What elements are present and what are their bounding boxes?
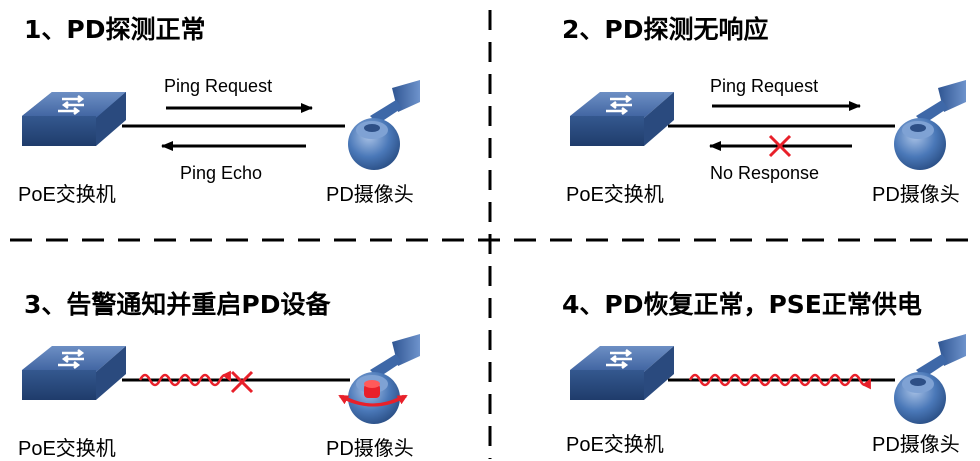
pd-camera-icon <box>894 80 966 170</box>
alarm-light-icon <box>364 384 380 398</box>
panel-4-cable <box>668 373 895 390</box>
failure-cross-icon <box>768 134 792 158</box>
camera-label-1: PD摄像头 <box>326 184 414 206</box>
panel-1-title: 1、PD探测正常 <box>24 15 206 44</box>
power-wave-icon <box>688 373 872 390</box>
poe-switch-icon <box>570 346 674 400</box>
camera-label-4: PD摄像头 <box>872 434 960 456</box>
poe-switch-icon <box>22 346 126 400</box>
panel-3-cable <box>122 370 350 394</box>
switch-label-3: PoE交换机 <box>18 438 116 460</box>
ping-request-label-2: Ping Request <box>710 76 819 96</box>
panel-2-cable <box>668 101 895 158</box>
ping-request-label: Ping Request <box>164 76 273 96</box>
panel-3-title: 3、告警通知并重启PD设备 <box>24 290 331 319</box>
ping-echo-label: Ping Echo <box>180 163 263 183</box>
pd-camera-icon <box>348 334 420 424</box>
panel-1-cable <box>122 103 345 151</box>
camera-label-3: PD摄像头 <box>326 438 414 460</box>
no-response-label: No Response <box>710 163 820 183</box>
panel-4-title: 4、PD恢复正常，PSE正常供电 <box>562 290 922 319</box>
pd-camera-icon <box>348 80 420 170</box>
restart-arrows-icon <box>338 394 408 407</box>
power-wave-icon <box>138 370 232 387</box>
poe-switch-icon <box>570 92 674 146</box>
camera-label-2: PD摄像头 <box>872 184 960 206</box>
switch-label-4: PoE交换机 <box>566 434 664 456</box>
switch-label-2: PoE交换机 <box>566 184 664 206</box>
panel-2-title: 2、PD探测无响应 <box>562 15 769 44</box>
failure-cross-icon <box>230 370 254 394</box>
pd-camera-icon <box>894 334 966 424</box>
poe-switch-icon <box>22 92 126 146</box>
switch-label-1: PoE交换机 <box>18 184 116 206</box>
